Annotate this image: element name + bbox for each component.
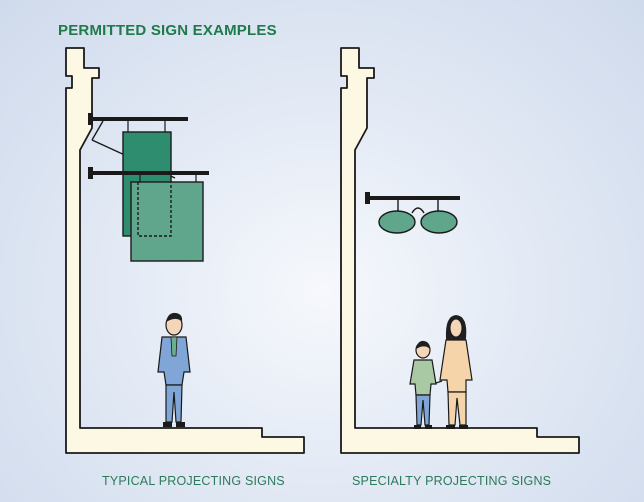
caption-specialty-projecting-signs: SPECIALTY PROJECTING SIGNS [352,474,552,488]
typical-wall-section [65,47,305,454]
woman-legs [447,391,467,426]
typical-building-wall [65,47,305,454]
held-hands [435,380,443,384]
upper-brace-rod-2 [91,120,104,141]
upper-bracket-bar [90,117,188,121]
man-shoes [163,422,185,427]
lower-bracket-bar [90,171,209,175]
specialty-pedestrian-child [409,340,437,429]
specialty-projecting-sign [365,192,460,234]
specialty-sign-right [420,210,458,234]
typical-projecting-signs [88,113,209,262]
lower-bracket-plate [88,167,93,179]
woman-coat [439,339,473,393]
child-shirt [409,359,437,396]
upper-bracket-plate [88,113,93,125]
specialty-bracket-bar [367,196,460,200]
child-shoes [414,425,432,429]
specialty-connector [411,207,425,214]
specialty-sign-left [378,210,416,234]
man-hair [166,312,183,322]
woman-head [449,318,463,338]
caption-typical-projecting-signs: TYPICAL PROJECTING SIGNS [102,474,285,488]
specialty-pedestrian-woman [435,315,473,429]
overlap-dashed-outline [137,182,172,237]
typical-pedestrian-figure [157,312,191,427]
woman-shoes [446,425,468,429]
man-shirt [170,336,178,357]
specialty-wall-section [340,47,580,454]
child-hair [416,340,430,349]
child-legs [415,394,431,426]
man-legs [165,384,183,423]
lower-sign-panel [130,181,204,262]
specialty-building-wall [340,47,580,454]
diagram-title: PERMITTED SIGN EXAMPLES [58,22,277,39]
